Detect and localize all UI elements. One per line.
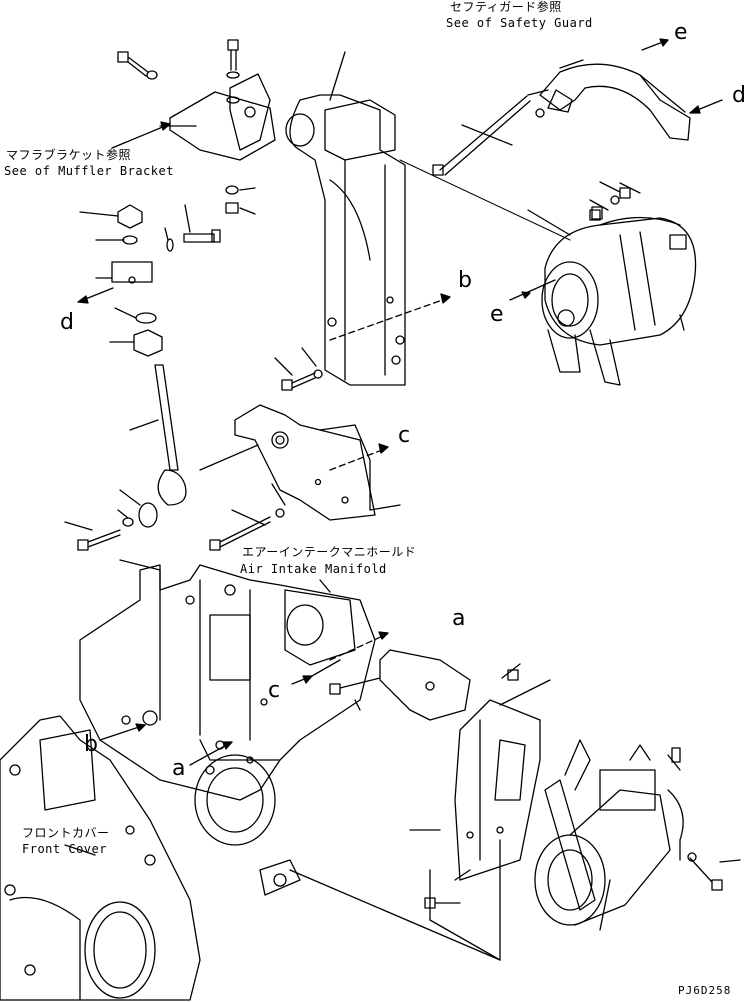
ref-letter-c-block: c bbox=[268, 678, 281, 703]
front-cover-label-jp: フロントカバー bbox=[22, 826, 110, 840]
air-intake-label-en: Air Intake Manifold bbox=[240, 562, 387, 576]
ref-letter-a-right: a bbox=[452, 606, 466, 631]
muffler-bracket bbox=[169, 73, 276, 161]
adjust-rod bbox=[154, 364, 179, 471]
safety-guard-label-en: See of Safety Guard bbox=[446, 16, 593, 30]
long-bolt bbox=[432, 95, 531, 176]
alternator bbox=[541, 209, 697, 386]
ref-letter-b-block: b bbox=[84, 732, 98, 757]
ref-letter-e-guard: e bbox=[674, 20, 688, 45]
ref-letter-b-bracket: b bbox=[458, 268, 472, 293]
ref-letter-d-block: d bbox=[60, 310, 74, 335]
front-cover bbox=[0, 715, 201, 1001]
leader-e-alt bbox=[509, 279, 556, 301]
safety-guard-label-jp: セフティガード参照 bbox=[450, 0, 562, 14]
ref-letter-a-block: a bbox=[172, 756, 186, 781]
lower-bracket bbox=[234, 404, 376, 521]
muffler-bracket-label-jp: マフラブラケット参照 bbox=[6, 148, 132, 162]
engine-block bbox=[79, 559, 376, 896]
ref-letter-e-alternator: e bbox=[490, 302, 504, 327]
muffler-bracket-label-en: See of Muffler Bracket bbox=[4, 164, 174, 178]
compressor-bracket bbox=[379, 649, 541, 881]
front-cover-label-en: Front Cover bbox=[22, 842, 107, 856]
air-intake-label-jp: エアーインテークマニホールド bbox=[242, 545, 417, 559]
safety-guard bbox=[539, 63, 691, 141]
ref-letter-d-guard: d bbox=[732, 83, 746, 108]
compressor bbox=[534, 739, 684, 926]
drawing-code: PJ6D258 bbox=[678, 984, 732, 997]
alternator-bracket bbox=[285, 94, 406, 386]
ref-letter-c-bracket: c bbox=[398, 423, 411, 448]
